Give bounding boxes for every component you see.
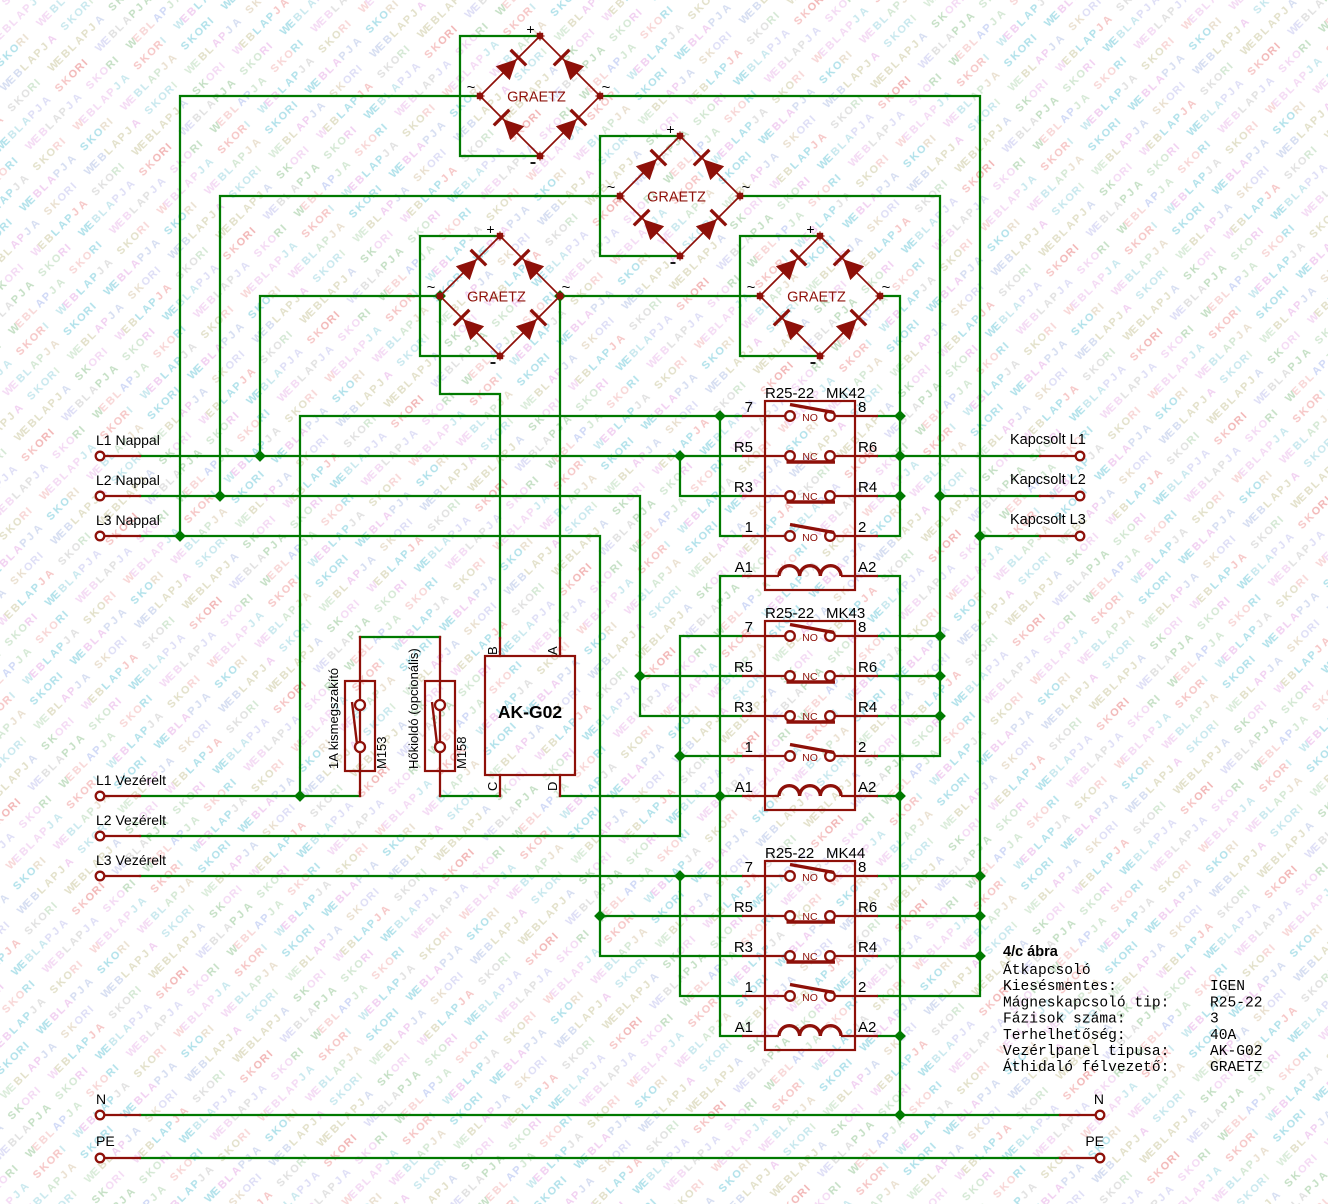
- svg-text:Kapcsolt L3: Kapcsolt L3: [1010, 512, 1086, 528]
- svg-text:R25-22: R25-22: [765, 385, 814, 402]
- svg-text:Vezérlpanel tipusa:: Vezérlpanel tipusa:: [1003, 1044, 1169, 1060]
- svg-text:B: B: [485, 646, 500, 655]
- svg-text:N: N: [96, 1091, 106, 1107]
- svg-text:PE: PE: [1085, 1133, 1104, 1149]
- svg-text:R25-22: R25-22: [765, 845, 814, 862]
- svg-text:A: A: [545, 646, 560, 655]
- svg-text:L3 Nappal: L3 Nappal: [96, 512, 160, 528]
- svg-text:1A kismegszakító: 1A kismegszakító: [326, 668, 341, 769]
- svg-text:MK42: MK42: [826, 385, 865, 402]
- svg-text:40A: 40A: [1210, 1028, 1237, 1044]
- svg-text:Kiesésmentes:: Kiesésmentes:: [1003, 979, 1117, 995]
- svg-text:Terhelhetőség:: Terhelhetőség:: [1003, 1028, 1126, 1044]
- svg-text:M153: M153: [374, 736, 389, 769]
- svg-text:L2 Nappal: L2 Nappal: [96, 472, 160, 488]
- svg-text:MK44: MK44: [826, 845, 865, 862]
- svg-text:4/c ábra: 4/c ábra: [1003, 944, 1059, 960]
- svg-text:Fázisok száma:: Fázisok száma:: [1003, 1012, 1126, 1028]
- svg-text:Hőkioldó (opcionális): Hőkioldó (opcionális): [406, 648, 421, 769]
- svg-text:GRAETZ: GRAETZ: [1210, 1060, 1263, 1076]
- svg-text:R25-22: R25-22: [765, 605, 814, 622]
- svg-text:R25-22: R25-22: [1210, 995, 1263, 1011]
- svg-text:AK-G02: AK-G02: [1210, 1044, 1263, 1060]
- svg-text:L2 Vezérelt: L2 Vezérelt: [96, 812, 166, 828]
- svg-text:L1 Vezérelt: L1 Vezérelt: [96, 772, 166, 788]
- svg-text:Kapcsolt L2: Kapcsolt L2: [1010, 472, 1086, 488]
- svg-text:3: 3: [1210, 1012, 1219, 1028]
- svg-text:Mágneskapcsoló tip:: Mágneskapcsoló tip:: [1003, 995, 1169, 1011]
- svg-text:AK-G02: AK-G02: [498, 702, 562, 722]
- svg-text:Kapcsolt L1: Kapcsolt L1: [1010, 432, 1086, 448]
- svg-text:MK43: MK43: [826, 605, 865, 622]
- svg-text:N: N: [1094, 1091, 1104, 1107]
- svg-text:Áthidaló félvezető:: Áthidaló félvezető:: [1003, 1058, 1169, 1076]
- svg-text:L1 Nappal: L1 Nappal: [96, 432, 160, 448]
- svg-text:L3 Vezérelt: L3 Vezérelt: [96, 852, 166, 868]
- svg-text:PE: PE: [96, 1133, 115, 1149]
- svg-text:C: C: [485, 782, 500, 791]
- svg-text:IGEN: IGEN: [1210, 979, 1245, 995]
- svg-text:Átkapcsoló: Átkapcsoló: [1003, 961, 1091, 979]
- svg-text:D: D: [545, 782, 560, 791]
- svg-text:M158: M158: [454, 736, 469, 769]
